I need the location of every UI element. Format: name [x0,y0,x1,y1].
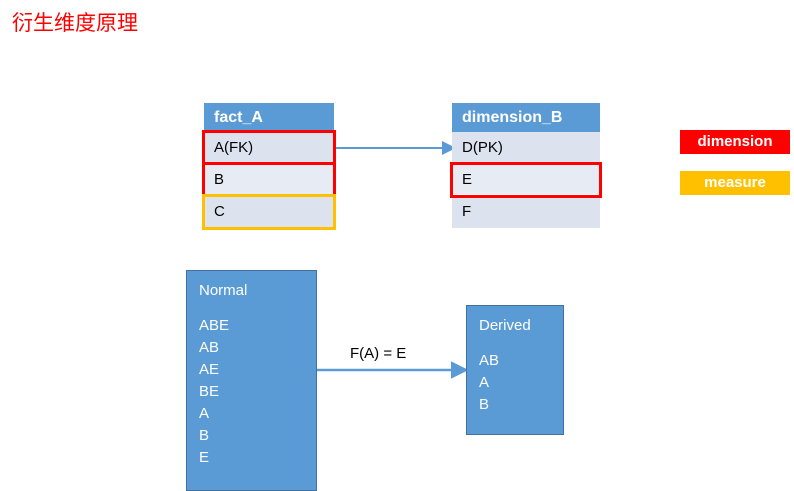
entity-header-fact-a: fact_A [204,103,334,132]
cuboid-title-derived: Derived [479,317,531,334]
cuboid-box-normal: Normal ABE AB AE BE A B E [186,270,317,491]
legend-chip-measure: measure [680,171,790,195]
cuboid-item-derived-2: B [479,396,490,413]
cuboid-item-derived-0: AB [479,352,500,369]
entity-row-dimension-b-1[interactable]: E [450,162,602,198]
entity-table-dimension-b: dimension_B D(PK) E F [450,103,602,228]
entity-row-fact-a-1[interactable]: B [202,162,336,198]
entity-row-fact-a-0[interactable]: A(FK) [202,130,336,166]
entity-row-dimension-b-0[interactable]: D(PK) [452,132,600,164]
cuboid-item-normal-2: AE [199,361,220,378]
cuboid-item-normal-0: ABE [199,317,230,334]
entity-row-fact-a-2[interactable]: C [202,194,336,230]
entity-table-fact-a: fact_A A(FK) B C [202,103,336,230]
entity-row-dimension-b-2[interactable]: F [452,196,600,228]
cuboid-item-normal-1: AB [199,339,220,356]
cuboid-item-normal-6: E [199,449,210,466]
cuboid-item-normal-4: A [199,405,210,422]
page-title: 衍生维度原理 [12,12,138,35]
cuboid-item-derived-1: A [479,374,490,391]
cuboid-title-normal: Normal [199,282,248,299]
cuboid-box-derived: Derived AB A B [466,305,564,435]
cuboid-item-normal-5: B [199,427,210,444]
derivation-edge-label: F(A) = E [350,345,407,362]
legend-chip-dimension: dimension [680,130,790,154]
entity-header-dimension-b: dimension_B [452,103,600,132]
cuboid-item-normal-3: BE [199,383,220,400]
